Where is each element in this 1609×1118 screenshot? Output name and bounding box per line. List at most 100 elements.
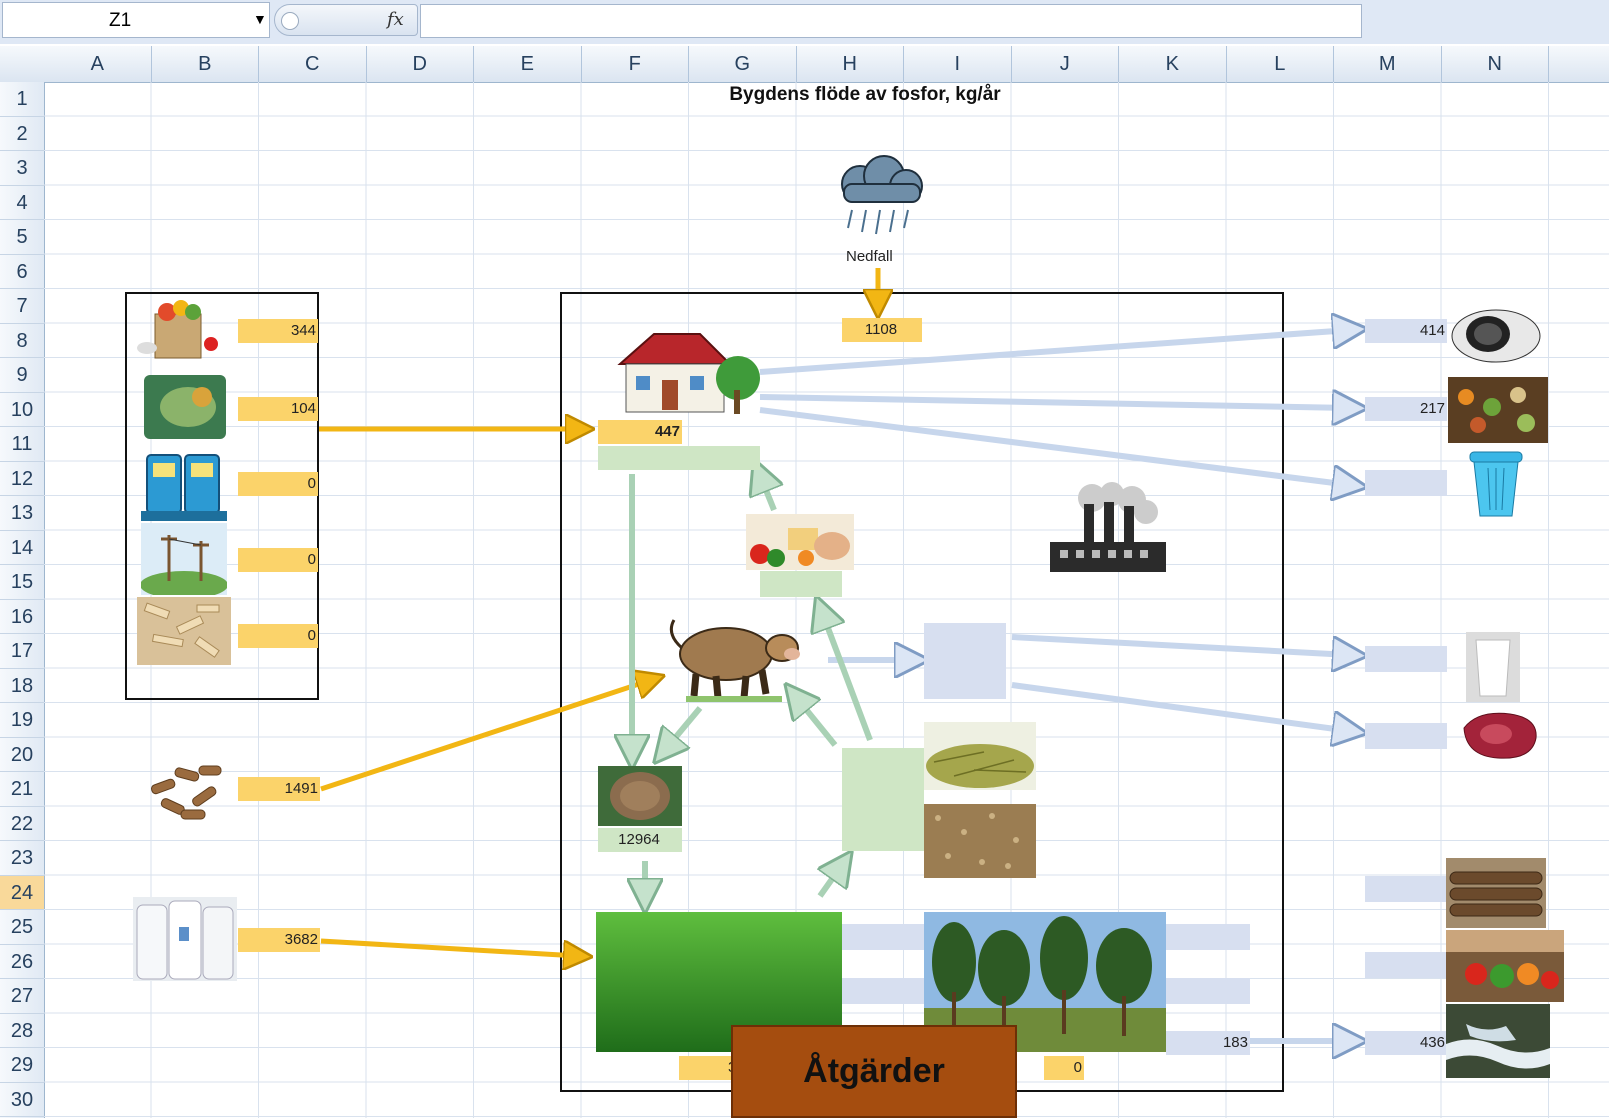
- row-header[interactable]: 21: [0, 772, 44, 807]
- row-header[interactable]: 4: [0, 186, 44, 220]
- deposition-value[interactable]: 1108: [842, 318, 922, 342]
- food-green-cell[interactable]: [760, 571, 842, 597]
- pellets-icon: [150, 765, 222, 820]
- field-out-cell-1[interactable]: [842, 924, 924, 950]
- name-box[interactable]: Z1 ▼: [2, 2, 270, 38]
- meat-out-cell[interactable]: [1365, 723, 1447, 749]
- row-header[interactable]: 11: [0, 427, 44, 462]
- arrow-field-to-crops: [820, 865, 842, 898]
- row-header[interactable]: 9: [0, 358, 44, 393]
- column-header-b[interactable]: B: [152, 46, 259, 82]
- column-header-f[interactable]: F: [582, 46, 689, 82]
- column-header-g[interactable]: G: [689, 46, 797, 82]
- internal-arrows: [632, 474, 873, 898]
- row-header[interactable]: 16: [0, 600, 44, 634]
- deposition-label: Nedfall: [846, 248, 893, 265]
- food-icon: [746, 514, 854, 570]
- row-header[interactable]: 2: [0, 117, 44, 151]
- row-header[interactable]: 18: [0, 669, 44, 703]
- forest-out-cell-2[interactable]: [1166, 978, 1250, 1004]
- chevron-down-icon[interactable]: ▼: [253, 11, 267, 27]
- row-header[interactable]: 7: [0, 289, 44, 324]
- column-header-h[interactable]: H: [797, 46, 904, 82]
- manure-value[interactable]: 12964: [598, 828, 682, 852]
- row-header[interactable]: 19: [0, 703, 44, 738]
- input-feed-value[interactable]: 1491: [238, 777, 320, 801]
- column-header-i[interactable]: I: [904, 46, 1012, 82]
- waste-out-cell[interactable]: [1365, 470, 1447, 496]
- row-header[interactable]: 26: [0, 945, 44, 979]
- trash-bin-icon: [1469, 451, 1523, 517]
- row-header[interactable]: 30: [0, 1083, 44, 1117]
- column-header-j[interactable]: J: [1012, 46, 1119, 82]
- row-header[interactable]: 25: [0, 910, 44, 945]
- formula-input[interactable]: [420, 4, 1362, 38]
- produce-out-cell[interactable]: [1365, 952, 1447, 978]
- export-arrows: [759, 330, 1350, 1041]
- factory-icon: [1050, 482, 1166, 572]
- field-out-cell-2[interactable]: [842, 978, 924, 1004]
- atgarder-button[interactable]: Åtgärder: [731, 1025, 1017, 1118]
- forest-loss-value[interactable]: 183: [1166, 1031, 1250, 1055]
- row-header[interactable]: 27: [0, 979, 44, 1014]
- column-header-m[interactable]: M: [1334, 46, 1442, 82]
- arrow-cow-to-manure: [665, 706, 703, 750]
- row-header[interactable]: 10: [0, 393, 44, 427]
- input-food-value[interactable]: 344: [238, 319, 318, 343]
- input-wood-chips-value[interactable]: 0: [238, 624, 318, 648]
- household-value[interactable]: 447: [598, 420, 682, 444]
- crops-green-cell[interactable]: [842, 748, 924, 851]
- arrow-crops-to-cow: [796, 697, 838, 747]
- stream-icon: [1446, 1004, 1550, 1078]
- fertilizer-sacks-icon: [133, 897, 237, 981]
- milk-out-cell[interactable]: [1365, 646, 1447, 672]
- row-header[interactable]: 6: [0, 255, 44, 289]
- water-out-value[interactable]: 436: [1365, 1031, 1447, 1055]
- cancel-icon[interactable]: [281, 12, 299, 30]
- row-header-selected[interactable]: 24: [0, 875, 44, 910]
- input-fuel-value[interactable]: 0: [238, 472, 318, 496]
- input-arrows: [319, 268, 878, 956]
- row-header[interactable]: 20: [0, 738, 44, 772]
- column-header-a[interactable]: A: [44, 46, 152, 82]
- row-header[interactable]: 22: [0, 807, 44, 841]
- animal-products-cell[interactable]: [924, 623, 1006, 699]
- compost-icon: [1448, 377, 1548, 443]
- input-detergent-value[interactable]: 104: [238, 397, 318, 421]
- column-header-k[interactable]: K: [1119, 46, 1227, 82]
- row-header[interactable]: 1: [0, 82, 44, 117]
- column-header-l[interactable]: L: [1227, 46, 1334, 82]
- wood-chips-icon: [137, 597, 231, 665]
- row-header[interactable]: 13: [0, 496, 44, 531]
- input-fertilizer-value[interactable]: 3682: [238, 928, 320, 952]
- detergent-icon: [144, 375, 226, 439]
- sewage-out-value[interactable]: 414: [1365, 319, 1447, 343]
- row-header[interactable]: 8: [0, 324, 44, 358]
- household-green-cell[interactable]: [598, 446, 760, 470]
- row-header[interactable]: 29: [0, 1048, 44, 1083]
- grain-icon: [924, 804, 1036, 878]
- row-header[interactable]: 15: [0, 565, 44, 600]
- row-header[interactable]: 23: [0, 841, 44, 876]
- forest-out-cell-1[interactable]: [1166, 924, 1250, 950]
- arrow-compost-out: [759, 397, 1350, 408]
- row-header[interactable]: 5: [0, 220, 44, 255]
- timber-out-cell[interactable]: [1365, 876, 1447, 902]
- row-header[interactable]: 14: [0, 531, 44, 565]
- compost-out-value[interactable]: 217: [1365, 397, 1447, 421]
- arrow-meat-out: [1011, 682, 1350, 731]
- row-header[interactable]: 17: [0, 634, 44, 669]
- row-headers: 1 2 3 4 5 6 7 8 9 10 11 12 13 14 15 16 1…: [0, 82, 45, 1118]
- column-header-n[interactable]: N: [1442, 46, 1549, 82]
- row-header[interactable]: 12: [0, 462, 44, 496]
- milk-icon: [1466, 632, 1520, 702]
- insert-function-button[interactable]: fx: [274, 4, 418, 36]
- column-header-e[interactable]: E: [474, 46, 582, 82]
- row-header[interactable]: 3: [0, 151, 44, 186]
- column-header-c[interactable]: C: [259, 46, 367, 82]
- forest-stock-value[interactable]: 0: [1044, 1056, 1084, 1080]
- row-header[interactable]: 28: [0, 1014, 44, 1048]
- input-electricity-value[interactable]: 0: [238, 548, 318, 572]
- produce-icon: [1446, 930, 1564, 1002]
- column-header-d[interactable]: D: [367, 46, 474, 82]
